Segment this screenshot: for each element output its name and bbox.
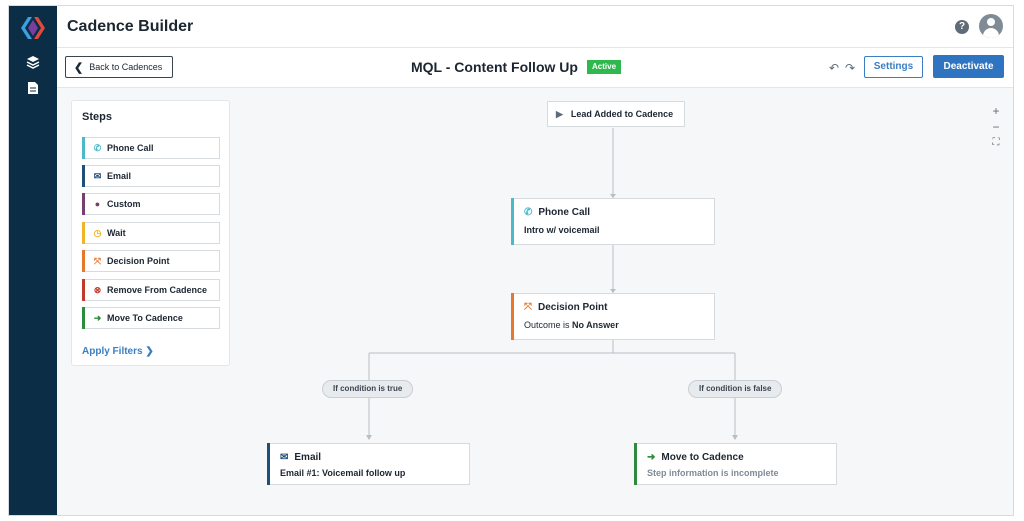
back-to-cadences-button[interactable]: ❮ Back to Cadences — [65, 56, 174, 78]
flow-node-decision-point[interactable]: ⤧ Decision Point Outcome is No Answer — [511, 293, 715, 340]
step-custom[interactable]: ● Custom — [82, 193, 220, 215]
top-header: Cadence Builder ? — [57, 6, 1013, 48]
step-label: Email — [107, 171, 132, 181]
step-remove-from-cadence[interactable]: ⊗ Remove From Cadence — [82, 279, 220, 301]
app-title: Cadence Builder — [67, 18, 194, 35]
left-sidebar — [9, 6, 57, 515]
step-wait[interactable]: ◷ Wait — [82, 222, 220, 244]
layers-icon[interactable] — [25, 55, 41, 71]
cadence-toolbar: ❮ Back to Cadences MQL - Content Follow … — [57, 48, 1013, 88]
step-phone-call[interactable]: ✆ Phone Call — [82, 137, 220, 159]
flow-node-email[interactable]: ✉ Email Email #1: Voicemail follow up — [267, 443, 470, 485]
start-node[interactable]: ▶ Lead Added to Cadence — [547, 101, 685, 127]
cadence-title: MQL - Content Follow Up — [411, 59, 578, 75]
status-badge: Active — [587, 60, 622, 74]
envelope-icon: ✉ — [280, 452, 289, 463]
node-description: Outcome is No Answer — [524, 320, 619, 330]
flow-canvas[interactable]: Steps ✆ Phone Call ✉ Email ● Custom ◷ Wa… — [57, 88, 1013, 515]
start-node-label: Lead Added to Cadence — [570, 109, 674, 119]
step-email[interactable]: ✉ Email — [82, 165, 220, 187]
step-label: Move To Cadence — [107, 313, 183, 323]
user-avatar[interactable] — [979, 14, 1003, 38]
node-description: Intro w/ voicemail — [524, 225, 600, 235]
chevron-left-icon: ❮ — [74, 61, 84, 74]
condition-false-label: If condition is false — [688, 380, 783, 398]
node-description: Email #1: Voicemail follow up — [280, 468, 406, 478]
envelope-icon: ✉ — [93, 170, 102, 181]
remove-icon: ⊗ — [93, 284, 102, 295]
step-label: Wait — [107, 228, 126, 238]
move-icon: ➜ — [93, 312, 102, 323]
apply-filters-link[interactable]: Apply Filters ❯ — [82, 346, 154, 357]
logo-icon[interactable] — [19, 15, 47, 41]
phone-icon: ✆ — [93, 142, 102, 153]
document-icon[interactable] — [25, 81, 41, 97]
steps-panel: Steps ✆ Phone Call ✉ Email ● Custom ◷ Wa… — [71, 100, 230, 366]
outcome-value: No Answer — [572, 320, 619, 330]
move-icon: ➜ — [647, 452, 656, 463]
node-title: Move to Cadence — [661, 452, 744, 463]
flow-connectors — [366, 128, 738, 440]
phone-icon: ✆ — [524, 207, 533, 218]
outcome-prefix: Outcome is — [524, 320, 573, 330]
condition-true-label: If condition is true — [322, 380, 414, 398]
step-label: Phone Call — [107, 143, 154, 153]
step-label: Custom — [107, 199, 141, 209]
zoom-in-icon[interactable]: + — [992, 104, 1000, 118]
undo-icon[interactable]: ↶ — [829, 61, 840, 75]
app-frame: Cadence Builder ? ❮ Back to Cadences MQL… — [8, 5, 1014, 516]
clock-icon: ◷ — [93, 227, 102, 238]
decision-icon: ⤧ — [524, 302, 532, 313]
node-title: Email — [294, 452, 322, 463]
play-icon: ▶ — [556, 108, 563, 119]
redo-icon[interactable]: ↷ — [845, 61, 856, 75]
node-description: Step information is incomplete — [647, 468, 779, 478]
step-label: Remove From Cadence — [107, 285, 208, 295]
step-move-to-cadence[interactable]: ➜ Move To Cadence — [82, 307, 220, 329]
zoom-out-icon[interactable]: − — [992, 120, 1000, 134]
node-title: Decision Point — [538, 302, 608, 313]
flow-node-phone-call[interactable]: ✆ Phone Call Intro w/ voicemail — [511, 198, 715, 245]
decision-icon: ⤧ — [93, 255, 102, 266]
chat-icon: ● — [94, 199, 101, 209]
deactivate-button[interactable]: Deactivate — [933, 55, 1004, 78]
node-title: Phone Call — [538, 207, 591, 218]
back-button-label: Back to Cadences — [89, 62, 163, 72]
flow-node-move-to-cadence[interactable]: ➜ Move to Cadence Step information is inc… — [634, 443, 837, 485]
fit-screen-icon[interactable]: ⛶ — [992, 137, 1000, 148]
chevron-right-icon: ❯ — [145, 346, 154, 357]
steps-title: Steps — [82, 111, 112, 123]
step-label: Decision Point — [107, 256, 170, 266]
step-decision-point[interactable]: ⤧ Decision Point — [82, 250, 220, 272]
apply-filters-label: Apply Filters — [82, 346, 143, 357]
help-icon[interactable]: ? — [955, 20, 969, 34]
settings-button[interactable]: Settings — [864, 56, 923, 78]
